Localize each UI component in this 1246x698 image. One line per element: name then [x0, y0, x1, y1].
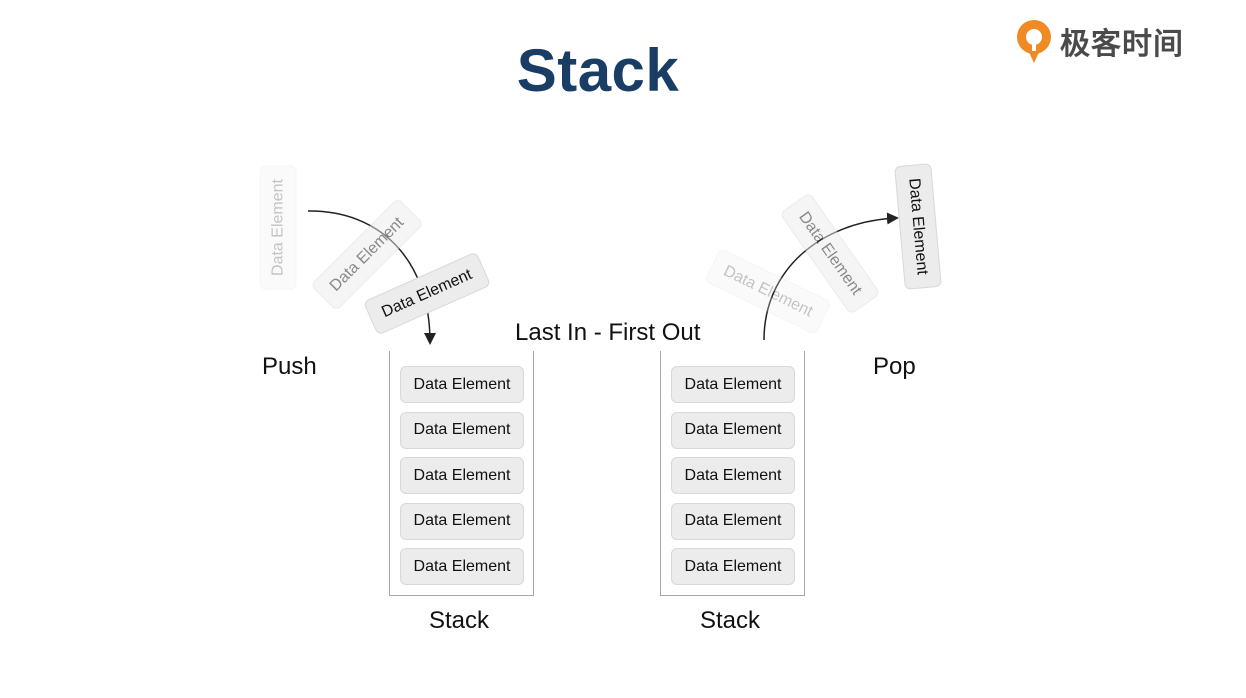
left-stack-label: Stack	[429, 607, 490, 634]
geektime-logo-icon	[1017, 20, 1051, 63]
pop-arrow	[763, 212, 899, 341]
stack-item: Data Element	[400, 411, 524, 449]
stack-item: Data Element	[400, 548, 524, 585]
stack-item: Data Element	[671, 457, 795, 494]
left-stack-container: Data Element Data Element Data Element D…	[389, 351, 534, 596]
brand-logo-text: 极客时间	[1060, 27, 1184, 62]
push-element-1: Data Element	[259, 165, 297, 290]
stack-item: Data Element	[671, 502, 795, 540]
stack-item: Data Element	[671, 411, 795, 449]
stack-item: Data Element	[671, 366, 795, 403]
stack-item: Data Element	[671, 548, 795, 585]
stack-item: Data Element	[400, 366, 524, 403]
page-title: Stack	[516, 37, 680, 104]
right-stack-container: Data Element Data Element Data Element D…	[660, 351, 805, 596]
stack-item: Data Element	[400, 502, 524, 540]
pop-label: Pop	[873, 353, 916, 380]
lifo-label: Last In - First Out	[515, 319, 701, 346]
push-label: Push	[262, 353, 317, 380]
brand-logo: 极客时间	[1012, 16, 1184, 66]
right-stack-label: Stack	[700, 607, 761, 634]
stack-item: Data Element	[400, 457, 524, 494]
